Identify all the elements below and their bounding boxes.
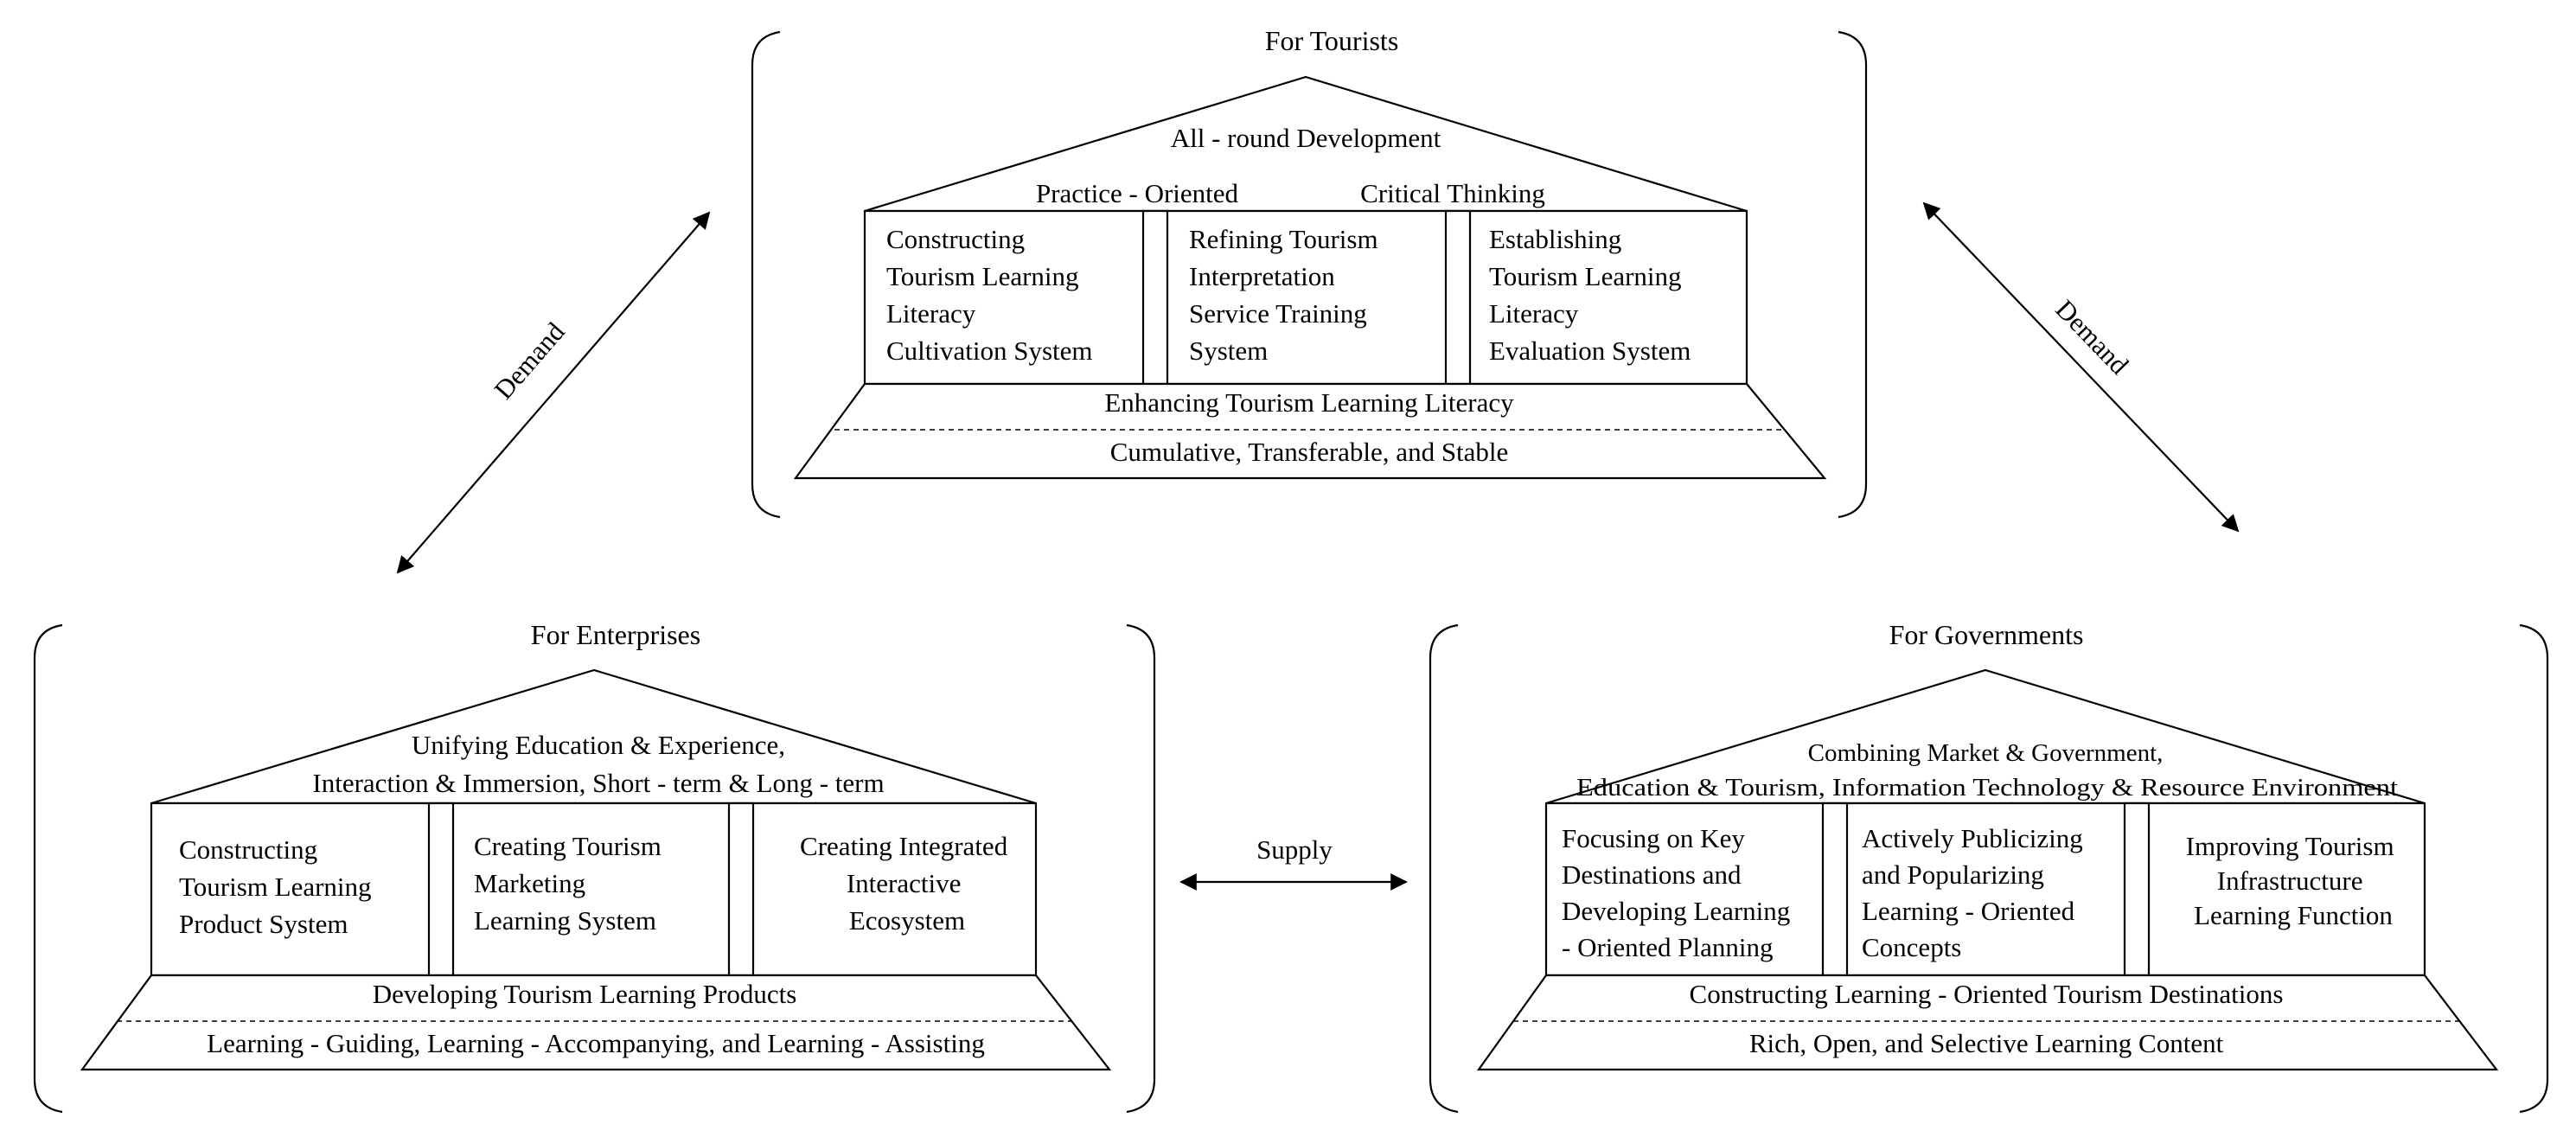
governments-pillar-1: Focusing on Key Destinations and Develop… [1562, 823, 1797, 962]
tourists-separator-2 [1444, 209, 1472, 386]
governments-roof-line2: Education & Tourism, Information Technol… [1576, 774, 2398, 802]
governments-pillar-3: Improving Tourism Infrastructure Learnin… [2186, 831, 2401, 930]
demand-right-label: Demand [2049, 294, 2134, 380]
governments-title: For Governments [1889, 619, 2084, 650]
enterprises-roof-line2: Interaction & Immersion, Short - term & … [312, 768, 884, 798]
enterprises-title: For Enterprises [531, 619, 700, 650]
governments-pillar-2: Actively Publicizing and Popularizing Le… [1862, 823, 2089, 962]
tourists-left-brace [751, 30, 781, 519]
governments-group: For Governments Combining Market & Gover… [1429, 619, 2549, 1114]
tourists-group: For Tourists All - round Development Pra… [751, 25, 1868, 519]
enterprises-pillar-area [150, 802, 1038, 977]
supply-label: Supply [1256, 834, 1333, 865]
tourists-roof-text: All - round Development [1171, 123, 1441, 153]
enterprises-base [80, 974, 1112, 1071]
tourists-pillar-2: Refining Tourism Interpretation Service … [1189, 224, 1384, 366]
governments-separator-2 [2123, 802, 2151, 977]
demand-right-arrow [1922, 201, 2240, 533]
enterprises-pillar-1: Constructing Tourism Learning Product Sy… [179, 834, 378, 939]
enterprises-left-brace [33, 623, 63, 1114]
tourists-pillar-area [863, 209, 1748, 386]
enterprises-right-brace [1126, 623, 1156, 1114]
tourists-roof-left: Practice - Oriented [1036, 178, 1239, 208]
governments-base-top: Constructing Learning - Oriented Tourism… [1690, 979, 2284, 1009]
enterprises-base-top: Developing Tourism Learning Products [373, 979, 797, 1009]
demand-left-label: Demand [488, 316, 571, 406]
tourists-separator-1 [1141, 209, 1169, 386]
tourists-pillar-3: Establishing Tourism Learning Literacy E… [1489, 224, 1691, 366]
tourists-base [793, 382, 1827, 480]
enterprises-base-bottom: Learning - Guiding, Learning - Accompany… [207, 1028, 985, 1058]
governments-left-brace [1429, 623, 1459, 1114]
tourists-title: For Tourists [1265, 25, 1399, 56]
tourists-base-bottom: Cumulative, Transferable, and Stable [1110, 437, 1509, 467]
enterprises-roof-line1: Unifying Education & Experience, [412, 730, 785, 760]
tourists-base-top: Enhancing Tourism Learning Literacy [1104, 387, 1514, 418]
enterprises-pillar-3: Creating Integrated Interactive Ecosyste… [800, 831, 1014, 936]
tourists-roof-right: Critical Thinking [1360, 178, 1545, 208]
tourists-right-brace [1838, 30, 1868, 519]
governments-base [1476, 974, 2499, 1071]
enterprises-separator-2 [727, 802, 755, 977]
governments-roof-line1: Combining Market & Government, [1808, 739, 2164, 767]
governments-separator-1 [1821, 802, 1849, 977]
tourists-pillar-1: Constructing Tourism Learning Literacy C… [886, 224, 1093, 366]
enterprises-separator-1 [427, 802, 455, 977]
governments-base-bottom: Rich, Open, and Selective Learning Conte… [1749, 1028, 2224, 1058]
enterprises-pillar-2: Creating Tourism Marketing Learning Syst… [474, 831, 668, 936]
governments-right-brace [2519, 623, 2549, 1114]
enterprises-group: For Enterprises Unifying Education & Exp… [33, 619, 1156, 1114]
governments-pillar-area [1544, 802, 2426, 977]
demand-left-arrow [396, 211, 711, 574]
